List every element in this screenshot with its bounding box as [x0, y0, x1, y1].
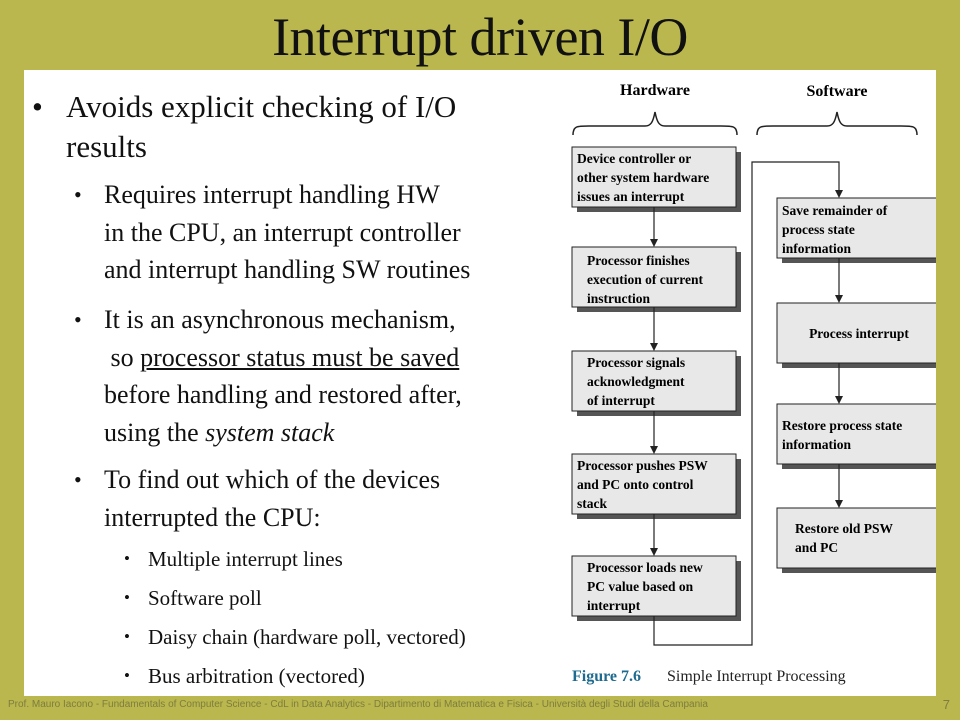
figure-number: Figure 7.6	[572, 668, 641, 685]
svg-text:information: information	[782, 241, 851, 256]
svg-text:PC value based on: PC value based on	[587, 579, 694, 594]
bullet-text: using the	[104, 417, 206, 447]
svg-text:process state: process state	[782, 222, 855, 237]
page-number: 7	[942, 697, 950, 712]
svg-text:and PC: and PC	[795, 540, 838, 555]
underlined-text: processor status must be saved	[140, 342, 460, 372]
svg-text:interrupt: interrupt	[587, 598, 641, 613]
bullet-dot-icon: •	[32, 89, 43, 124]
svg-text:Processor loads new: Processor loads new	[587, 560, 703, 575]
figure-caption: Simple Interrupt Processing	[667, 668, 846, 685]
bullet-dot-icon: •	[124, 666, 130, 685]
bullet-line: Requires interrupt handling HW	[104, 180, 440, 209]
software-box-4: Restore old PSW and PC	[776, 507, 946, 573]
software-heading: Software	[806, 83, 867, 100]
bullet-dot-icon: •	[74, 182, 82, 207]
bullet-line: in the CPU, an interrupt controller	[104, 217, 461, 247]
bullet-list: • Avoids explicit checking of I/O result…	[24, 70, 569, 696]
hardware-box-2: Processor finishes execution of current …	[571, 246, 741, 312]
bullet-line: To find out which of the devices	[104, 465, 441, 494]
svg-text:Restore process state: Restore process state	[782, 418, 902, 433]
bullet-line: so processor status must be saved	[104, 339, 554, 377]
hardware-box-3: Processor signals acknowledgment of inte…	[571, 350, 741, 416]
hardware-brace-icon	[572, 111, 738, 136]
svg-text:Processor signals: Processor signals	[587, 355, 685, 370]
svg-text:execution of current: execution of current	[587, 272, 703, 287]
bullet-dot-icon: •	[124, 588, 130, 607]
software-box-2: Process interrupt	[776, 302, 946, 368]
svg-text:Processor pushes PSW: Processor pushes PSW	[577, 458, 708, 473]
flowchart: Hardware Software Device controller or o…	[571, 82, 946, 685]
hardware-box-1: Device controller or other system hardwa…	[571, 146, 741, 212]
bullet-line: interrupted the CPU:	[104, 502, 321, 532]
hardware-heading: Hardware	[620, 82, 690, 99]
software-box-3: Restore process state information	[776, 403, 946, 469]
svg-text:Device controller or: Device controller or	[577, 151, 691, 166]
interrupt-processing-figure: Hardware Software Device controller or o…	[569, 70, 946, 696]
bullet-text: so	[110, 342, 141, 372]
bullet-dot-icon: •	[74, 467, 82, 492]
bullet-dot-icon: •	[74, 307, 82, 332]
svg-text:Processor finishes: Processor finishes	[587, 253, 690, 268]
bullet-line: before handling and restored after,	[104, 380, 462, 409]
hardware-box-4: Processor pushes PSW and PC onto control…	[571, 453, 741, 519]
svg-text:Process interrupt: Process interrupt	[809, 326, 909, 341]
flow-connector-icon	[653, 161, 843, 646]
svg-text:Restore old PSW: Restore old PSW	[795, 521, 893, 536]
svg-text:of interrupt: of interrupt	[587, 393, 655, 408]
svg-text:issues an interrupt: issues an interrupt	[577, 189, 685, 204]
svg-text:acknowledgment: acknowledgment	[587, 374, 685, 389]
bullet-line: Avoids explicit checking of I/O	[66, 89, 457, 124]
footer-text: Prof. Mauro Iacono - Fundamentals of Com…	[8, 699, 708, 710]
italic-text: system stack	[205, 417, 335, 447]
svg-text:instruction: instruction	[587, 291, 650, 306]
svg-text:and PC onto control: and PC onto control	[577, 477, 694, 492]
software-brace-icon	[756, 111, 918, 136]
content-panel: • Avoids explicit checking of I/O result…	[24, 70, 946, 696]
svg-text:stack: stack	[577, 496, 607, 511]
bullet-line: using the system stack	[104, 414, 554, 452]
bullet-line: results	[66, 129, 147, 164]
hardware-box-5: Processor loads new PC value based on in…	[571, 555, 741, 621]
bullet-dot-icon: •	[124, 627, 130, 646]
svg-text:other system hardware: other system hardware	[577, 170, 709, 185]
slide-title: Interrupt driven I/O	[272, 7, 688, 67]
bullet-line: It is an asynchronous mechanism,	[104, 305, 456, 334]
bullet-line: and interrupt handling SW routines	[104, 255, 471, 284]
bullet-dot-icon: •	[124, 549, 130, 568]
svg-text:information: information	[782, 437, 851, 452]
software-box-1: Save remainder of process state informat…	[776, 197, 946, 263]
svg-text:Save remainder of: Save remainder of	[782, 203, 888, 218]
